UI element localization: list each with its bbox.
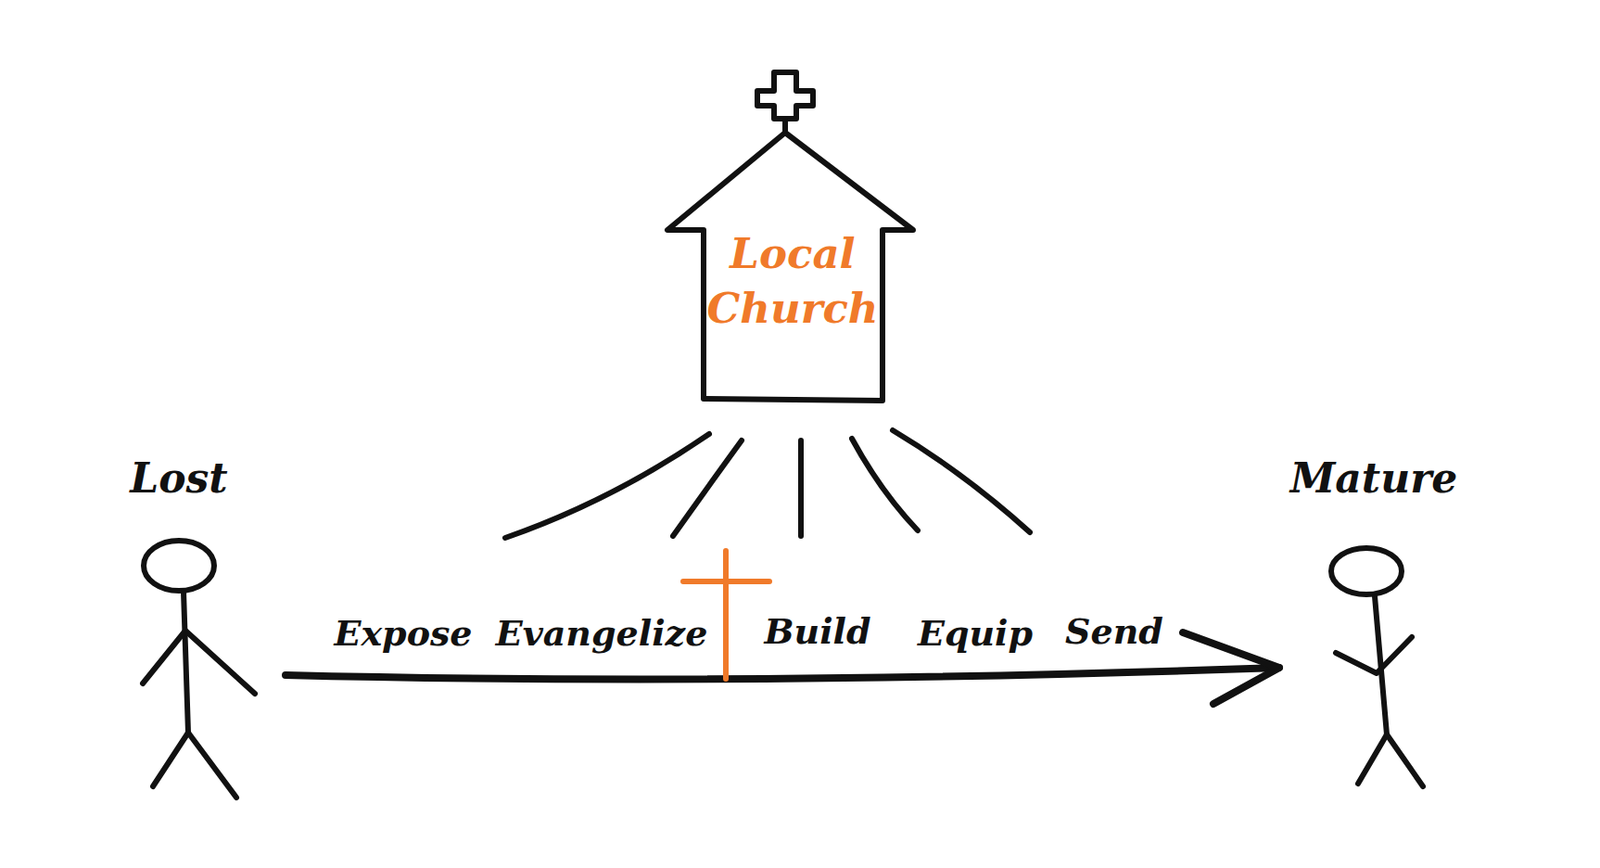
lost-figure (142, 540, 255, 798)
step-label: Expose (333, 611, 472, 654)
step-label: Equip (917, 611, 1033, 654)
ray (673, 440, 742, 536)
ray (798, 440, 804, 536)
arrow-line (285, 667, 1280, 680)
ray (505, 433, 710, 538)
stage-label: Mature (1290, 454, 1459, 502)
ray (892, 430, 1030, 533)
church-shape: Local Church (658, 64, 927, 408)
mature-figure (1331, 547, 1423, 787)
ray (851, 438, 918, 531)
stage-label: Lost (129, 454, 228, 502)
step-label: Evangelize (495, 611, 709, 654)
church-label: Local Church (706, 227, 879, 336)
arrow-head (1182, 632, 1280, 704)
step-label: Build (763, 609, 871, 652)
step-label: Send (1065, 609, 1164, 652)
